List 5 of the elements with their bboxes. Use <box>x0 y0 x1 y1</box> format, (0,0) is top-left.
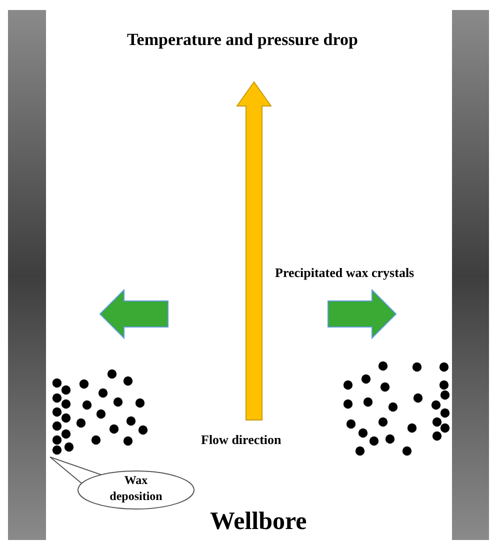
bubble-text: Wax deposition <box>110 473 162 503</box>
annotation-label: Temperature and pressure drop <box>127 30 358 50</box>
title: Wellbore <box>210 508 307 536</box>
annotation-label: Precipitated wax crystals <box>275 265 414 281</box>
annotation-label: Flow direction <box>201 432 282 448</box>
